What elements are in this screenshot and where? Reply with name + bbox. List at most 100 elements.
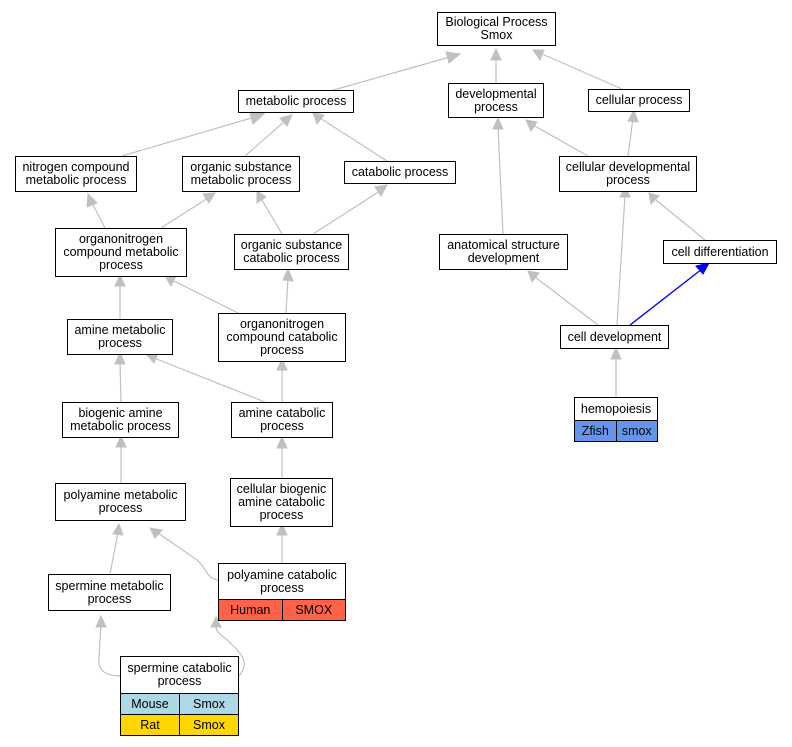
gene-cell: Smox xyxy=(179,715,238,735)
arrowhead xyxy=(276,435,288,449)
arrowhead xyxy=(525,119,538,133)
node-polyamine-catabolic-process[interactable]: polyamine catabolic process xyxy=(218,563,346,600)
arrowhead xyxy=(610,346,622,360)
arrowhead xyxy=(492,116,504,130)
gene-cell: SMOX xyxy=(281,600,345,620)
node-organic-substance-metabolic-process[interactable]: organic substance metabolic process xyxy=(182,156,300,192)
arrowhead xyxy=(276,522,288,536)
node-amine-metabolic-process[interactable]: amine metabolic process xyxy=(67,319,173,355)
node-cellular-developmental-process[interactable]: cellular developmental process xyxy=(559,156,697,192)
node-metabolic-process[interactable]: metabolic process xyxy=(238,90,354,113)
node-label: amine catabolic xyxy=(238,406,326,420)
node-biogenic-amine-metabolic-process[interactable]: biogenic amine metabolic process xyxy=(62,402,179,438)
node-organonitrogen-compound-catabolic-process[interactable]: organonitrogen compound catabolic proces… xyxy=(218,313,346,362)
node-label: polyamine metabolic xyxy=(63,488,178,502)
gene-cell: smox xyxy=(615,421,657,441)
arrowhead xyxy=(115,434,127,448)
edge-celldevelopment-anat xyxy=(534,276,599,326)
edge-sperminecatab-sperminemetab xyxy=(98,623,122,677)
arrowhead xyxy=(256,190,267,204)
edge-anat-developmental xyxy=(497,125,504,235)
arrowhead xyxy=(490,47,502,61)
node-label: hemopoiesis xyxy=(580,401,652,416)
node-organic-substance-catabolic-process[interactable]: organic substance catabolic process xyxy=(234,234,349,270)
annotation-row-zfish: Zfish smox xyxy=(574,420,658,442)
node-label: organic substance xyxy=(240,238,343,252)
node-label: process xyxy=(259,508,304,522)
node-developmental-process[interactable]: developmental process xyxy=(448,83,544,118)
edge-orgcatab-catabolic xyxy=(312,190,381,235)
node-label: metabolic process xyxy=(245,94,347,108)
node-label: developmental xyxy=(455,86,537,101)
node-label: compound metabolic xyxy=(63,245,179,259)
node-anatomical-structure-development[interactable]: anatomical structure development xyxy=(439,234,568,270)
arrowhead xyxy=(532,49,545,62)
node-amine-catabolic-process[interactable]: amine catabolic process xyxy=(231,402,333,438)
node-label: biogenic amine xyxy=(78,406,163,420)
node-spermine-catabolic-process[interactable]: spermine catabolic process xyxy=(120,656,239,694)
arrowhead xyxy=(445,51,462,64)
node-label: process xyxy=(99,258,143,272)
edge-orgNmetab-organic xyxy=(160,197,209,229)
edge-celldevelopment-celldevproc xyxy=(616,194,626,326)
gene-cell: Smox xyxy=(179,694,238,714)
node-label: metabolic process xyxy=(25,173,127,187)
node-label: nitrogen compound xyxy=(22,160,130,174)
node-label: polyamine catabolic xyxy=(227,567,337,582)
arrowhead xyxy=(648,192,660,206)
node-biological-process-root[interactable]: Biological Process Smox xyxy=(437,12,556,46)
edge-cellular-root xyxy=(541,53,623,90)
annotation-row-rat: Rat Smox xyxy=(120,714,239,736)
edge-orgNcatab-orgcatab xyxy=(285,277,289,314)
node-label: anatomical structure xyxy=(447,238,560,252)
node-label: development xyxy=(467,251,540,265)
arrowhead xyxy=(210,615,222,628)
node-label: metabolic process xyxy=(70,419,171,433)
node-label: cellular process xyxy=(595,93,683,107)
node-label: organic substance xyxy=(190,160,292,174)
node-label: catabolic process xyxy=(351,165,449,179)
edge-celldiff-celldevproc xyxy=(655,199,706,241)
edge-celldevproc-developmental xyxy=(532,124,589,157)
node-catabolic-process[interactable]: catabolic process xyxy=(344,161,456,184)
node-label: process xyxy=(606,173,650,187)
node-spermine-metabolic-process[interactable]: spermine metabolic process xyxy=(48,574,171,611)
node-nitrogen-compound-metabolic-process[interactable]: nitrogen compound metabolic process xyxy=(15,156,137,192)
annotation-row-human: Human SMOX xyxy=(218,599,346,621)
arrowhead xyxy=(312,112,325,126)
species-cell: Human xyxy=(219,600,282,620)
arrowhead xyxy=(112,522,124,536)
arrowhead xyxy=(95,614,107,628)
arrowhead xyxy=(114,273,126,287)
node-label: amine catabolic xyxy=(238,495,325,509)
node-label: process xyxy=(98,336,142,350)
node-label: spermine catabolic xyxy=(127,661,232,675)
node-label: cell differentiation xyxy=(671,244,769,259)
node-cellular-process[interactable]: cellular process xyxy=(588,89,690,112)
edge-catabolic-metabolic xyxy=(319,117,388,162)
edge-nitrogen-metabolic xyxy=(121,116,256,157)
node-label: process xyxy=(260,419,304,433)
arrowhead xyxy=(86,192,98,208)
arrowhead xyxy=(149,527,163,539)
arrowhead-highlight xyxy=(695,262,710,275)
node-cell-differentiation[interactable]: cell differentiation xyxy=(663,240,777,264)
node-polyamine-metabolic-process[interactable]: polyamine metabolic process xyxy=(55,483,186,521)
node-label: cellular developmental xyxy=(565,160,691,174)
arrowhead xyxy=(279,114,293,127)
edge-sperminemetab-polyamine xyxy=(109,531,119,575)
node-label: Biological Process xyxy=(445,15,548,29)
node-cellular-biogenic-amine-catabolic-process[interactable]: cellular biogenic amine catabolic proces… xyxy=(230,478,333,527)
node-label: process xyxy=(260,343,304,357)
node-organonitrogen-compound-metabolic-process[interactable]: organonitrogen compound metabolic proces… xyxy=(55,228,187,277)
arrowhead xyxy=(202,192,216,204)
node-label: cell development xyxy=(567,329,662,344)
node-label: Smox xyxy=(480,28,513,42)
edge-sperminecatab-polycatab xyxy=(215,625,245,677)
arrowhead xyxy=(249,112,267,125)
edge-biogenic-aminemetab xyxy=(119,360,122,403)
node-label: organonitrogen xyxy=(78,232,164,246)
node-hemopoiesis[interactable]: hemopoiesis xyxy=(574,397,658,421)
node-cell-development[interactable]: cell development xyxy=(560,325,669,349)
